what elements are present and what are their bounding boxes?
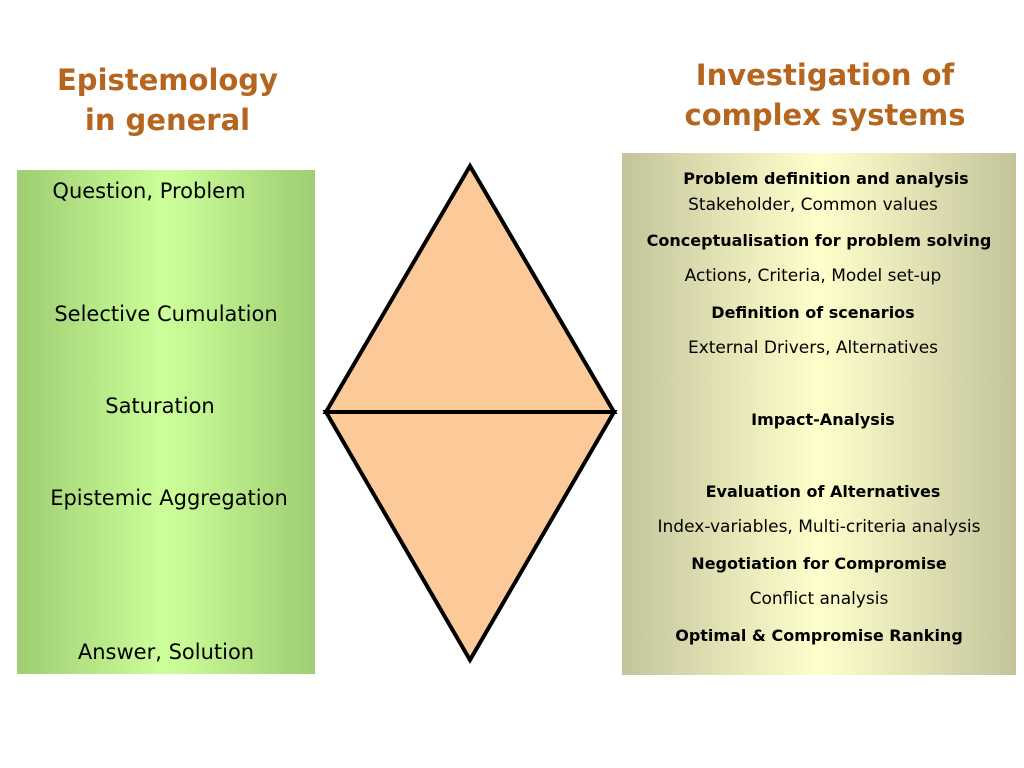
right-item-conflict-analysis: Conflict analysis bbox=[749, 589, 889, 609]
epistemology-panel: Question, Problem Selective Cumulation S… bbox=[17, 170, 315, 674]
left-item-saturation: Saturation bbox=[105, 394, 215, 418]
right-column-heading: Investigation of complex systems bbox=[650, 55, 1000, 135]
diamond-upper-triangle bbox=[322, 162, 618, 414]
right-item-problem-definition: Problem definition and analysis bbox=[683, 169, 969, 188]
left-item-question-problem: Question, Problem bbox=[52, 179, 246, 203]
right-item-evaluation-alternatives: Evaluation of Alternatives bbox=[705, 482, 941, 501]
right-heading-line2: complex systems bbox=[684, 98, 966, 132]
diamond-lower-triangle bbox=[322, 410, 618, 664]
right-item-conceptualisation: Conceptualisation for problem solving bbox=[646, 231, 992, 250]
right-item-impact-analysis: Impact-Analysis bbox=[751, 410, 895, 429]
right-heading-line1: Investigation of bbox=[695, 58, 955, 92]
right-item-negotiation: Negotiation for Compromise bbox=[691, 554, 947, 573]
left-heading-line1: Epistemology bbox=[57, 63, 278, 97]
right-item-actions-criteria: Actions, Criteria, Model set-up bbox=[684, 266, 942, 286]
diamond-diagram bbox=[322, 162, 618, 664]
left-heading-line2: in general bbox=[84, 103, 251, 137]
left-column-heading: Epistemology in general bbox=[30, 60, 305, 140]
left-item-answer-solution: Answer, Solution bbox=[77, 640, 255, 664]
complex-systems-panel: Problem definition and analysis Stakehol… bbox=[622, 153, 1016, 675]
right-item-optimal-ranking: Optimal & Compromise Ranking bbox=[675, 626, 963, 645]
right-item-external-drivers: External Drivers, Alternatives bbox=[687, 338, 939, 358]
right-item-index-variables: Index-variables, Multi-criteria analysis bbox=[657, 517, 981, 537]
right-item-stakeholder: Stakeholder, Common values bbox=[688, 195, 938, 215]
left-item-epistemic-aggregation: Epistemic Aggregation bbox=[50, 486, 288, 510]
right-item-definition-scenarios: Definition of scenarios bbox=[711, 303, 915, 322]
left-item-selective-cumulation: Selective Cumulation bbox=[54, 302, 278, 326]
